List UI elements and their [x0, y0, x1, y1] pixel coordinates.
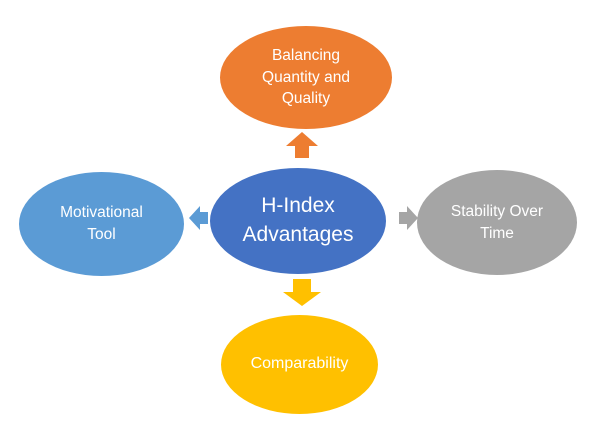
node-label: Motivational Tool — [60, 204, 143, 243]
node-h-index-advantages: H-Index Advantages — [210, 168, 386, 274]
arrow-right-icon — [399, 206, 418, 230]
node-stability-over-time: Stability Over Time — [417, 170, 577, 275]
arrow-up-icon — [286, 132, 318, 158]
node-comparability: Comparability — [221, 315, 378, 414]
center-node-label: H-Index Advantages — [242, 194, 354, 246]
arrow-left-shape — [189, 206, 208, 230]
node-label: Comparability — [250, 355, 349, 373]
arrow-down-icon — [283, 279, 321, 306]
arrow-up-shape — [286, 132, 318, 158]
arrow-right-shape — [399, 206, 418, 230]
arrow-down-shape — [283, 279, 321, 306]
arrow-left-icon — [189, 206, 208, 230]
node-label: Stability Over Time — [450, 202, 544, 242]
node-balancing-quantity-quality: Balancing Quantity and Quality — [220, 26, 392, 129]
node-label: Balancing Quantity and Quality — [262, 46, 350, 108]
node-motivational-tool: Motivational Tool — [19, 172, 184, 276]
